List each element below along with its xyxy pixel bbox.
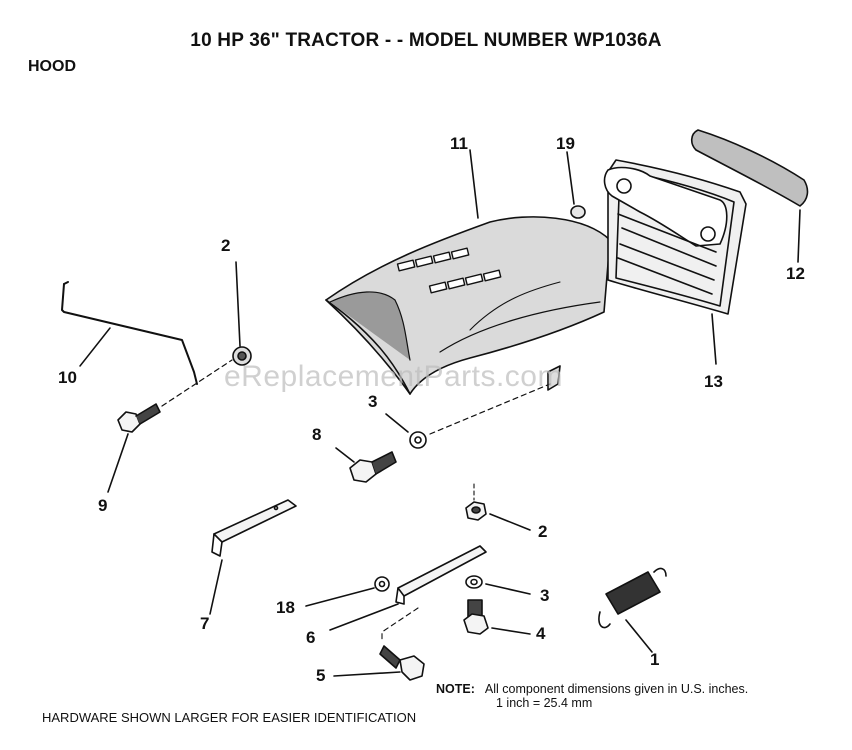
callout-4: 4	[536, 624, 546, 643]
nut-lower	[465, 483, 531, 531]
bolt-center	[335, 447, 397, 483]
callout-9: 9	[98, 496, 108, 515]
callout-7: 7	[200, 614, 210, 633]
bolt-left	[107, 403, 161, 493]
callout-8: 8	[312, 425, 322, 444]
washer-lower	[465, 575, 531, 595]
callout-13: 13	[704, 372, 723, 391]
callout-2-lower: 2	[538, 522, 548, 541]
washer-upper	[385, 383, 551, 449]
hardware-footnote: HARDWARE SHOWN LARGER FOR EASIER IDENTIF…	[42, 710, 417, 725]
callout-6: 6	[306, 628, 316, 647]
note-line-2: 1 inch = 25.4 mm	[496, 696, 593, 710]
nut-upper	[161, 261, 252, 407]
hood-rod	[61, 281, 198, 385]
grille-trim-strip	[690, 129, 809, 263]
hood-panel	[325, 149, 611, 395]
washer-bracket	[305, 576, 390, 607]
bolt-upright	[463, 599, 531, 635]
hood-vents	[396, 247, 502, 294]
bracket-left	[209, 499, 297, 615]
callout-10: 10	[58, 368, 77, 387]
watermark: eReplacementParts.com	[224, 360, 563, 393]
note-label: NOTE:	[436, 682, 475, 696]
callout-11: 11	[450, 134, 468, 153]
dimension-note: NOTE: All component dimensions given in U…	[436, 682, 748, 710]
callout-12: 12	[786, 264, 805, 283]
callout-5: 5	[316, 666, 326, 685]
callout-1: 1	[650, 650, 660, 669]
callout-2-upper: 2	[221, 236, 231, 255]
callout-19: 19	[556, 134, 575, 153]
callout-18: 18	[276, 598, 295, 617]
bolt-lower	[333, 607, 425, 681]
grille	[603, 159, 747, 365]
callout-3-lower: 3	[540, 586, 550, 605]
spring	[598, 567, 667, 653]
diagram-title: 10 HP 36" TRACTOR - - MODEL NUMBER WP103…	[190, 30, 662, 51]
plug	[566, 151, 586, 219]
note-line-1: All component dimensions given in U.S. i…	[484, 682, 749, 696]
bracket-right	[329, 545, 487, 631]
callout-3-upper: 3	[368, 392, 378, 411]
section-label: HOOD	[28, 58, 76, 75]
